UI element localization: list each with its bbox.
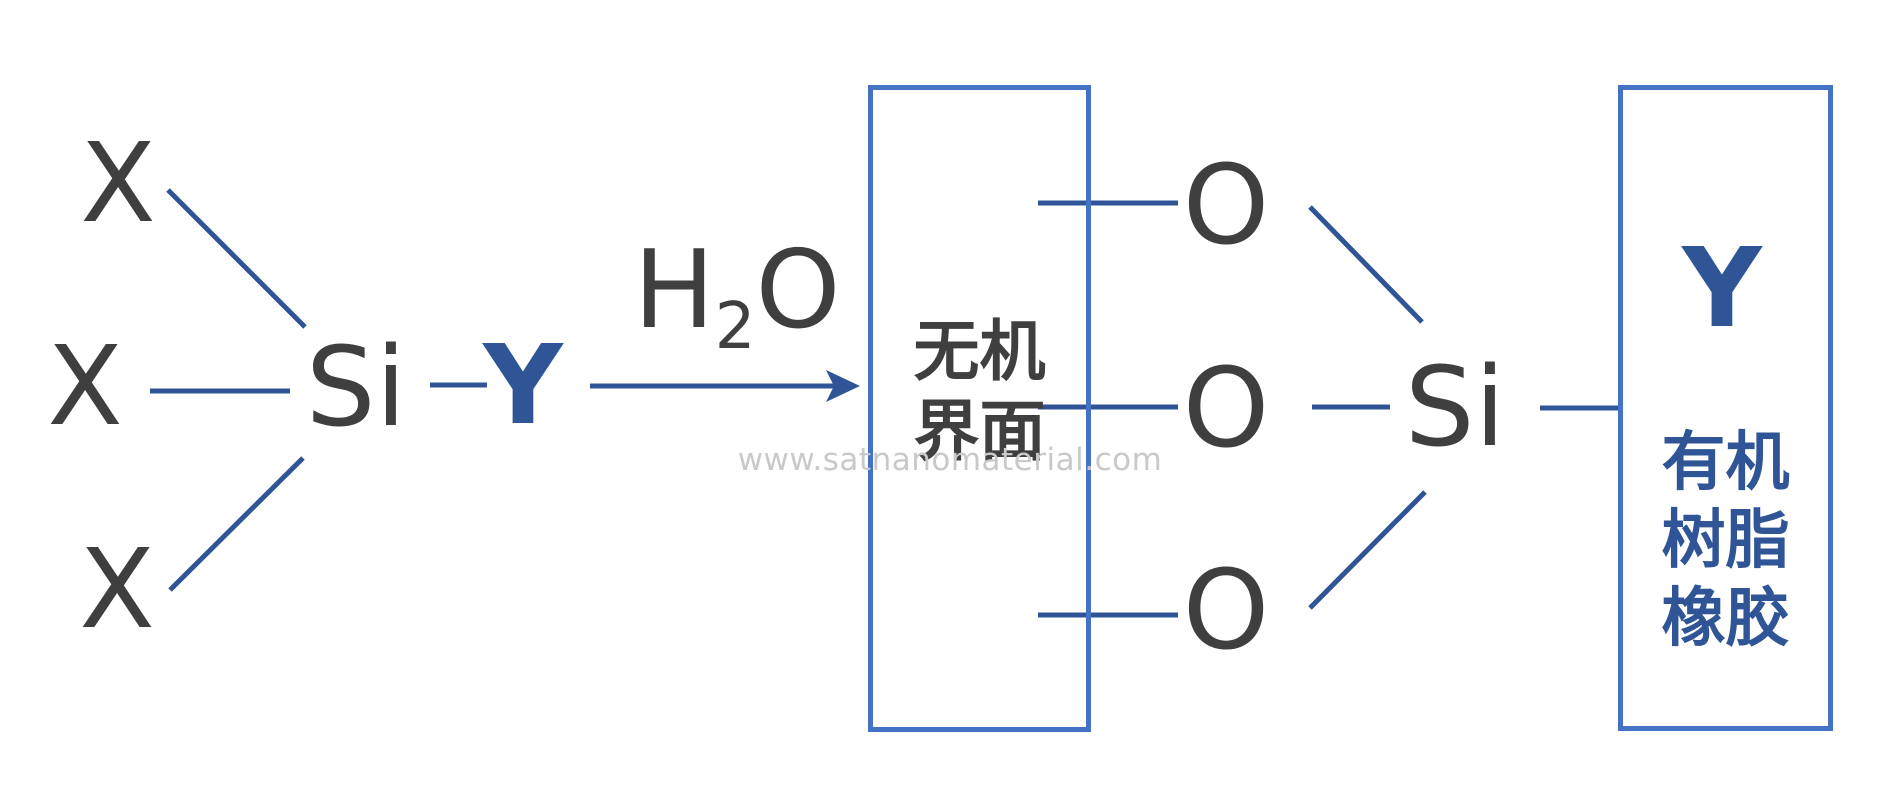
atom-o-bottom: O — [1182, 546, 1270, 674]
watermark-text: www.satnanomaterial.com — [737, 442, 1163, 478]
organic-label-line1: 有机 — [1661, 426, 1790, 500]
atom-x-top: X — [80, 119, 156, 247]
organic-label-line3: 橡胶 — [1661, 582, 1790, 656]
atom-o-middle: O — [1182, 344, 1270, 472]
atom-si-right: Si — [1404, 343, 1506, 471]
reaction-arrow-head — [826, 370, 860, 402]
atom-x-middle: X — [47, 322, 123, 450]
h2o-h: H — [633, 228, 715, 353]
atom-si-left: Si — [305, 323, 407, 451]
atom-x-bottom: X — [79, 525, 155, 653]
organic-resin-label: 有机 树脂 橡胶 — [1618, 424, 1833, 658]
bond-si-o-bottom — [1308, 490, 1427, 610]
h2o-subscript-2: 2 — [714, 290, 756, 364]
inorganic-interface-box — [868, 85, 1091, 732]
atom-o-top: O — [1182, 141, 1270, 269]
bond-x-top-si — [166, 188, 307, 329]
inorganic-label-line1: 无机 — [913, 313, 1046, 390]
organic-label-line2: 树脂 — [1661, 504, 1790, 578]
bond-x-bottom-si — [168, 456, 305, 592]
group-y-right: Y — [1682, 224, 1762, 352]
inorganic-interface-label: 无机 界面 — [868, 312, 1091, 472]
reagent-h2o: H2O — [634, 237, 841, 360]
organic-resin-box — [1618, 85, 1833, 731]
h2o-o: O — [755, 228, 841, 353]
inorganic-label-line2: 界面 — [913, 393, 1046, 470]
bond-o-top-si — [1308, 205, 1424, 324]
group-y-left: Y — [483, 321, 563, 449]
